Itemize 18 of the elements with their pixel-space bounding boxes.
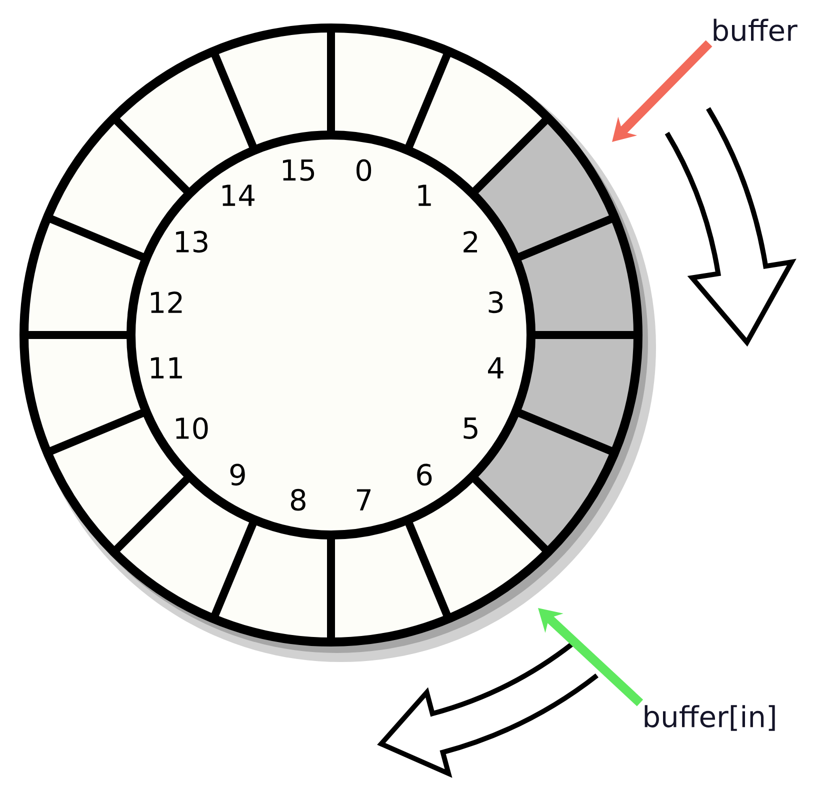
index-number: 7 bbox=[357, 489, 371, 510]
pointer-label: buffer bbox=[714, 18, 798, 42]
index-number: 11 bbox=[151, 357, 182, 378]
index-number: 8 bbox=[290, 488, 306, 511]
pointer-label: buffer[in] bbox=[644, 705, 775, 731]
index-number: 2 bbox=[464, 230, 477, 252]
index-number: 10 bbox=[176, 417, 208, 440]
index-number: 3 bbox=[488, 291, 503, 314]
index-number: 5 bbox=[464, 418, 478, 440]
index-number: 12 bbox=[151, 291, 182, 313]
index-number: 14 bbox=[222, 184, 254, 206]
index-number: 1 bbox=[418, 184, 431, 206]
index-number: 15 bbox=[283, 159, 314, 181]
index-number: 0 bbox=[356, 159, 372, 182]
index-number: 13 bbox=[176, 230, 208, 253]
index-number: 9 bbox=[230, 464, 245, 486]
index-number: 4 bbox=[488, 357, 504, 378]
index-number: 6 bbox=[417, 464, 432, 486]
